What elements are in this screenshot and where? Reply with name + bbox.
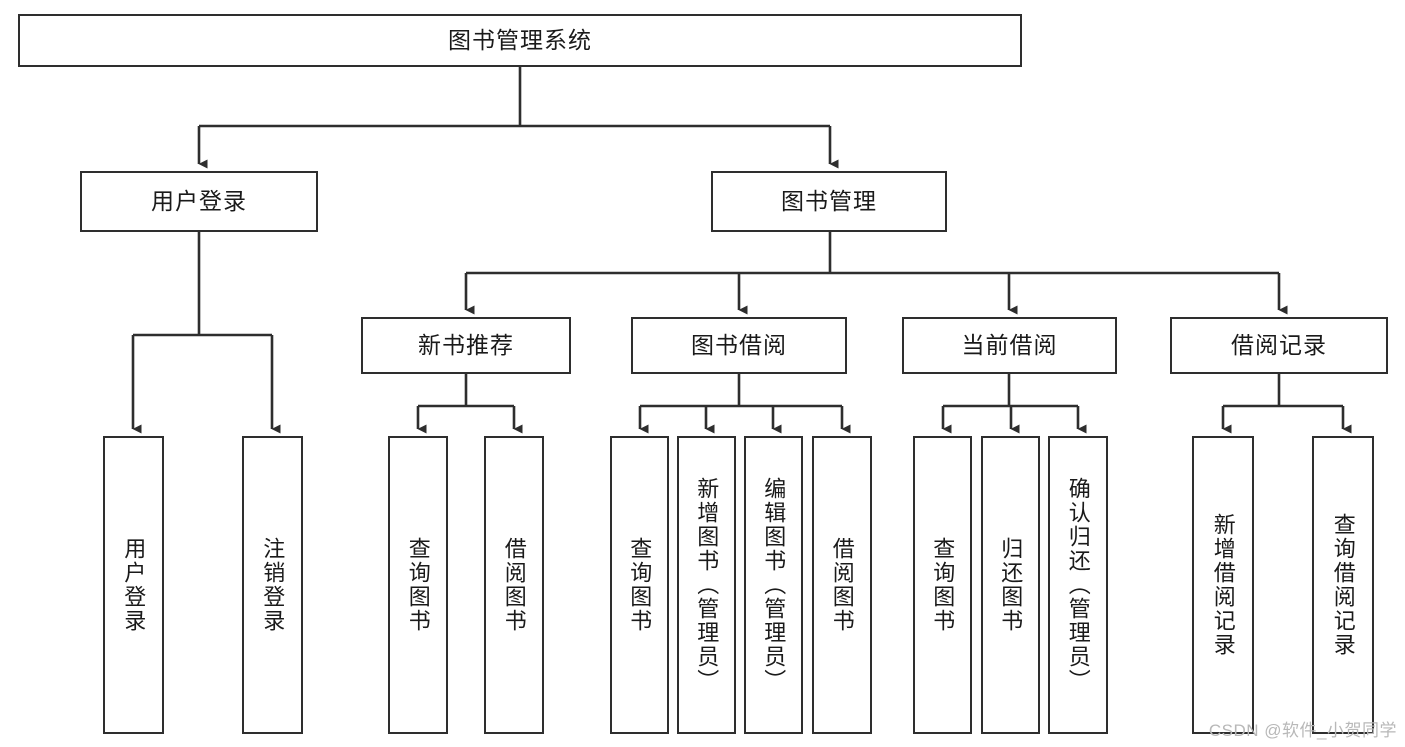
node-leaf-user-login-label: 用户登录: [121, 537, 147, 633]
node-leaf-query-book-current-label: 查询图书: [930, 537, 956, 633]
node-leaf-query-borrow-record[interactable]: 查询借阅记录: [1312, 436, 1374, 734]
node-leaf-borrow-book-rec[interactable]: 借阅图书: [484, 436, 544, 734]
node-leaf-query-borrow-record-label: 查询借阅记录: [1330, 513, 1356, 657]
node-leaf-return-book-label: 归还图书: [998, 537, 1024, 633]
node-leaf-logout[interactable]: 注销登录: [242, 436, 303, 734]
node-borrow-record[interactable]: 借阅记录: [1170, 317, 1388, 374]
node-leaf-query-book-rec-label: 查询图书: [405, 537, 431, 633]
node-new-book-recommend[interactable]: 新书推荐: [361, 317, 571, 374]
node-leaf-query-book-borrow[interactable]: 查询图书: [610, 436, 669, 734]
node-leaf-add-book-admin[interactable]: 新增图书（管理员）: [677, 436, 736, 734]
node-user-login-label: 用户登录: [151, 187, 247, 214]
node-current-borrow-label: 当前借阅: [961, 331, 1058, 358]
node-root-label: 图书管理系统: [448, 26, 592, 53]
edge-group: [131, 67, 1352, 434]
node-leaf-edit-book-admin[interactable]: 编辑图书（管理员）: [744, 436, 803, 734]
node-leaf-confirm-return-admin-label: 确认归还（管理员）: [1065, 477, 1091, 693]
node-borrow-record-label: 借阅记录: [1231, 331, 1327, 358]
node-book-manage-label: 图书管理: [781, 187, 877, 214]
node-leaf-borrow-book-label: 借阅图书: [829, 537, 855, 633]
node-new-book-recommend-label: 新书推荐: [418, 331, 514, 358]
node-leaf-return-book[interactable]: 归还图书: [981, 436, 1040, 734]
node-leaf-borrow-book-rec-label: 借阅图书: [501, 537, 527, 633]
node-leaf-add-borrow-record-label: 新增借阅记录: [1210, 513, 1236, 657]
node-leaf-logout-label: 注销登录: [260, 537, 286, 633]
node-user-login[interactable]: 用户登录: [80, 171, 318, 232]
node-leaf-query-book-current[interactable]: 查询图书: [913, 436, 972, 734]
watermark: CSDN @软件_小贺同学: [1208, 721, 1397, 740]
node-leaf-query-book-borrow-label: 查询图书: [627, 537, 653, 633]
node-book-borrow-label: 图书借阅: [691, 331, 787, 358]
node-book-manage[interactable]: 图书管理: [711, 171, 947, 232]
node-current-borrow[interactable]: 当前借阅: [902, 317, 1117, 374]
node-leaf-confirm-return-admin[interactable]: 确认归还（管理员）: [1048, 436, 1108, 734]
node-leaf-add-borrow-record[interactable]: 新增借阅记录: [1192, 436, 1254, 734]
node-book-borrow[interactable]: 图书借阅: [631, 317, 847, 374]
node-leaf-borrow-book[interactable]: 借阅图书: [812, 436, 872, 734]
node-leaf-query-book-rec[interactable]: 查询图书: [388, 436, 448, 734]
node-leaf-add-book-admin-label: 新增图书（管理员）: [694, 477, 720, 693]
node-leaf-edit-book-admin-label: 编辑图书（管理员）: [761, 477, 787, 693]
node-root[interactable]: 图书管理系统: [18, 14, 1022, 67]
node-leaf-user-login[interactable]: 用户登录: [103, 436, 164, 734]
